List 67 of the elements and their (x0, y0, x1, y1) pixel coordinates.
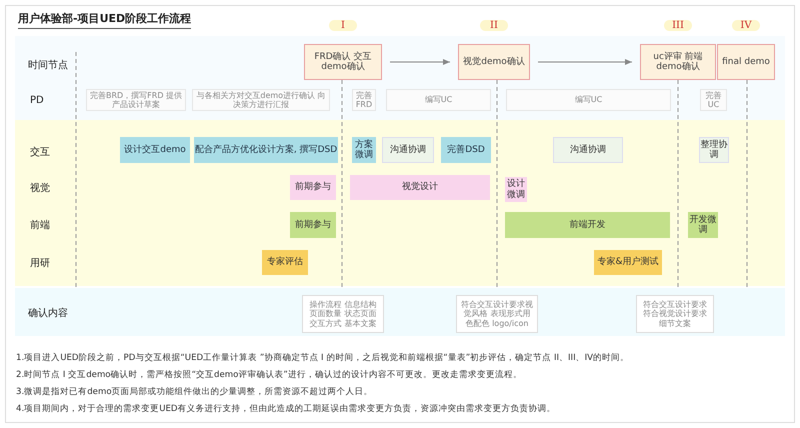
footnote: 2.时间节点 I 交互demo确认时，需严格按照“交互demo评审确认表”进行，确认过的设计内容不可更改。更改走需求变更流程。 (16, 369, 522, 381)
arrow (390, 59, 450, 65)
phase-numeral: I (329, 20, 357, 31)
diagram-title: 用户体验部-项目UED阶段工作流程 (18, 11, 192, 29)
lane-label: 前端 (30, 218, 50, 232)
node-text: 符合交互设计要求符合视觉设计要求细节文案 (642, 300, 708, 328)
lane-label: 视觉 (30, 182, 50, 195)
node-text: 沟通协调 (570, 144, 606, 156)
node-text: 专家&用户测试 (597, 257, 659, 268)
lane-label: 时间节点 (28, 58, 68, 72)
node-text: 配合产品方优化设计方案, 撰写DSD (194, 144, 338, 156)
node-text: 整理协调 (700, 140, 728, 160)
phase-numeral: II (480, 20, 508, 31)
task-bar (262, 250, 308, 275)
node-text: 与各相关方对交互demo进行确认 向决策方进行汇报 (195, 90, 327, 110)
task-box (386, 89, 491, 111)
task-bar (194, 137, 338, 163)
lane-label: 用研 (30, 257, 50, 270)
footnote: 3.微调是指对已有demo页面局部或功能组件做出的少量调整，所需资源不超过两个人日。 (16, 386, 373, 398)
node-text: 视觉demo确认 (463, 56, 525, 68)
task-bar (382, 137, 434, 163)
milestone-box (458, 44, 530, 80)
node-text: uc评审 前端demo确认 (652, 52, 704, 72)
node-text: 编写UC (574, 95, 602, 105)
task-bar (553, 137, 623, 163)
task-box (506, 89, 671, 111)
lane-label: PD (30, 95, 44, 106)
node-text: 前端开发 (570, 220, 606, 230)
node-text: 视觉设计 (402, 182, 438, 193)
node-text: 设计微调 (506, 179, 526, 200)
footnote: 4.项目期间内，对于合理的需求变更UED有义务进行支持，但由此造成的工期延误由需求变更方负责，资源冲突由需求变更方负责协调。 (16, 403, 556, 415)
node-text: 完善 UC (704, 90, 722, 110)
node-text: 操作流程 信息结构页面数量 状态页面交互方式 基本文案 (308, 300, 378, 328)
node-text: 完善 FRD (354, 90, 374, 110)
node-text: 完善DSD (447, 144, 485, 156)
lane-label: 交互 (30, 146, 50, 159)
node-text: 设计交互demo (124, 144, 186, 156)
node-text: 沟通协调 (390, 144, 426, 156)
footnote: 1.项目进入UED阶段之前，PD与交互根据“UED工作量计算表 ”协商确定节点 I 的时间，之后视觉和前端根据“量表”初步评估，确定节点 II、III、IV的时间。 (16, 352, 630, 364)
task-bar (594, 250, 662, 275)
milestone-box (717, 44, 775, 80)
node-text: final demo (722, 56, 770, 68)
node-text: 专家评估 (267, 257, 303, 268)
node-text: 开发微调 (688, 214, 718, 236)
task-bar (120, 137, 190, 163)
phase-numeral: IV (732, 20, 760, 31)
node-text: FRD确认 交互demo确认 (313, 52, 373, 72)
task-bar (290, 212, 336, 238)
milestone-box (640, 44, 716, 80)
node-text: 方案微调 (354, 140, 374, 160)
node-text: 编写UC (424, 95, 452, 105)
node-text: 完善BRD，撰写FRD 提供产品设计草案 (88, 90, 184, 110)
node-text: 前期参与 (295, 182, 331, 193)
task-box (700, 89, 727, 111)
task-bar (505, 212, 670, 238)
arrow (538, 59, 632, 65)
phase-numeral: III (664, 20, 692, 31)
milestone-box (304, 44, 382, 80)
content-box (636, 295, 714, 333)
content-box (302, 295, 384, 333)
node-text: 前期参与 (295, 220, 331, 230)
task-bar (350, 175, 490, 200)
content-box (456, 295, 538, 333)
task-bar (290, 175, 336, 200)
lane-label: 确认内容 (28, 306, 68, 320)
task-bar (441, 137, 491, 163)
node-text: 符合交互设计要求视觉风格 表现形式用色配色 logo/icon (461, 300, 533, 328)
